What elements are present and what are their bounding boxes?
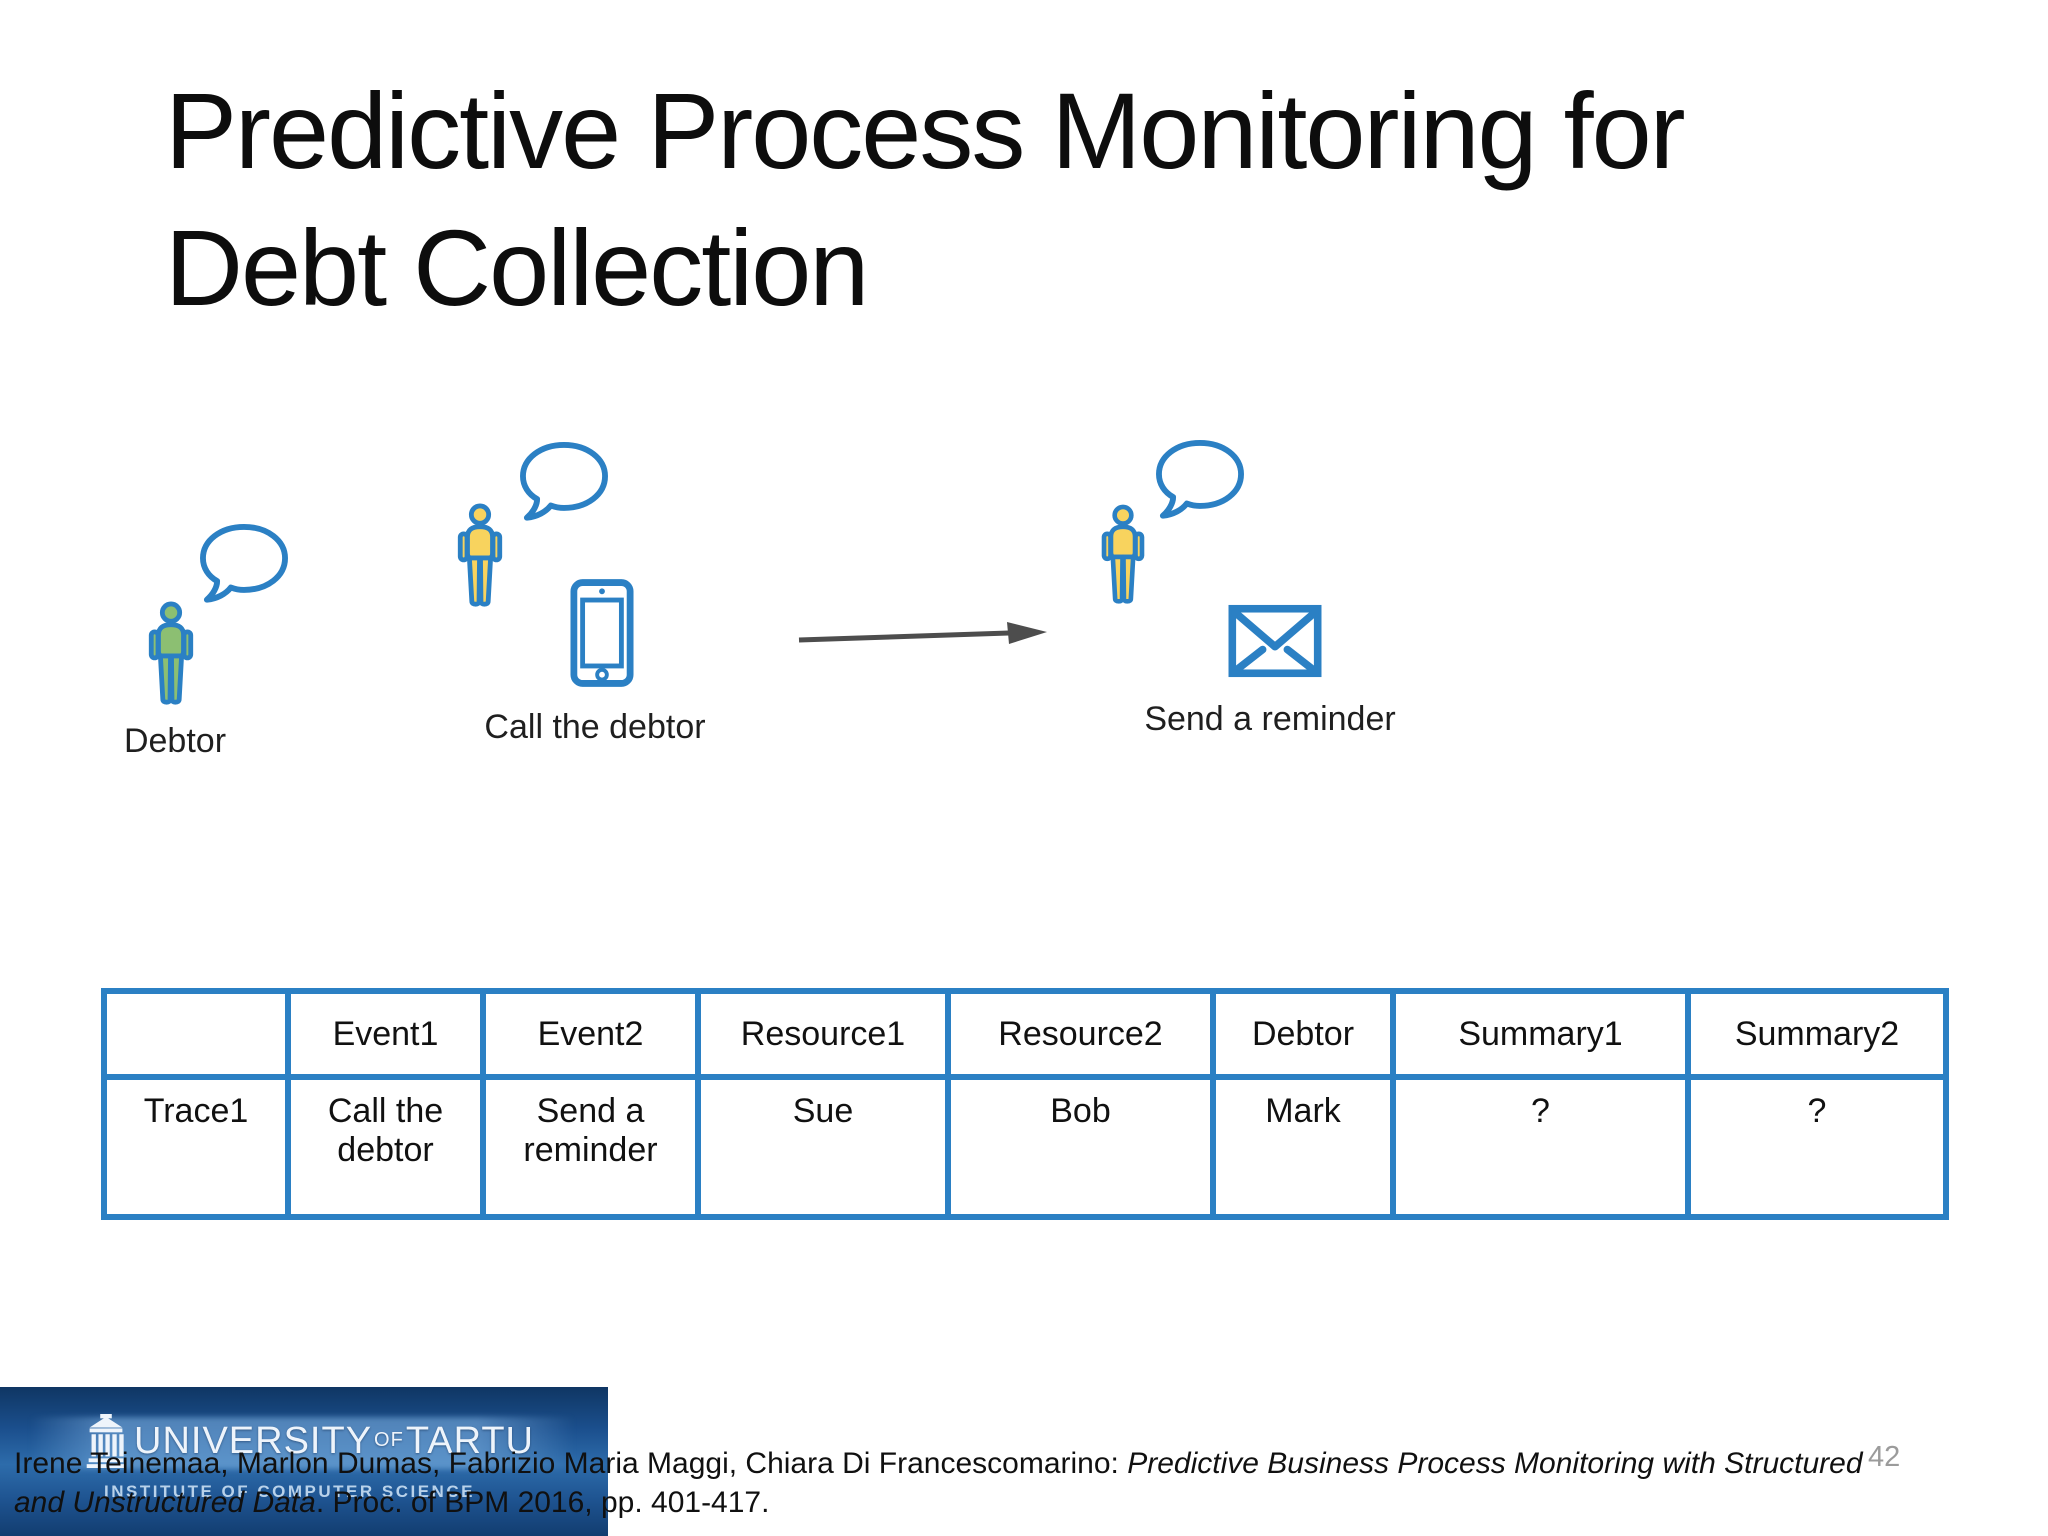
page-number: 42 — [1868, 1441, 1901, 1473]
header-event1: Event1 — [285, 988, 486, 1080]
citation-title-part2: and Unstructured Data — [14, 1486, 316, 1519]
title-line-2: Debt Collection — [165, 207, 869, 328]
header-resource2: Resource2 — [945, 988, 1216, 1080]
citation-line-2: and Unstructured Data. Proc. of BPM 2016… — [14, 1483, 2034, 1522]
cell-resource1: Sue — [695, 1074, 951, 1220]
sender-person-icon — [1098, 502, 1148, 610]
header-summary2: Summary2 — [1685, 988, 1949, 1080]
citation-title-part1: Predictive Business Process Monitoring w… — [1127, 1447, 1863, 1480]
university-building-icon — [86, 1414, 126, 1468]
sender-speech-bubble-icon — [1152, 438, 1248, 524]
logo-university-text: UNIVERSITY — [134, 1420, 373, 1462]
trace-table: Event1 Event2 Resource1 Resource2 Debtor… — [101, 988, 1949, 1220]
flow-arrow-icon — [795, 616, 1050, 650]
debtor-person-icon — [145, 600, 197, 710]
cell-event1: Call the debtor — [285, 1074, 486, 1220]
call-the-debtor-label: Call the debtor — [484, 708, 706, 746]
debtor-label: Debtor — [123, 722, 227, 760]
debtor-speech-bubble-icon — [196, 522, 292, 608]
phone-icon — [570, 578, 634, 688]
header-debtor: Debtor — [1210, 988, 1396, 1080]
caller-speech-bubble-icon — [516, 440, 612, 526]
envelope-icon — [1227, 604, 1323, 678]
logo-tartu-text: TARTU — [405, 1420, 534, 1462]
citation-line-1: Irene Teinemaa, Marlon Dumas, Fabrizio M… — [14, 1444, 2034, 1483]
citation-authors: Irene Teinemaa, Marlon Dumas, Fabrizio M… — [14, 1447, 1128, 1480]
header-resource1: Resource1 — [695, 988, 951, 1080]
caller-person-icon — [454, 502, 506, 612]
header-empty — [101, 988, 291, 1080]
citation: Irene Teinemaa, Marlon Dumas, Fabrizio M… — [14, 1444, 2034, 1522]
cell-resource2: Bob — [945, 1074, 1216, 1220]
logo-institute-text: INSTITUTE OF COMPUTER SCIENCE — [104, 1482, 475, 1501]
citation-venue: . Proc. of BPM 2016, pp. 401-417. — [315, 1486, 770, 1519]
cell-trace-id: Trace1 — [101, 1074, 291, 1220]
table-header-row: Event1 Event2 Resource1 Resource2 Debtor… — [101, 988, 1949, 1080]
cell-event2: Send a reminder — [480, 1074, 701, 1220]
cell-debtor: Mark — [1210, 1074, 1396, 1220]
page-title: Predictive Process Monitoring for Debt C… — [165, 62, 1975, 336]
title-line-1: Predictive Process Monitoring for — [165, 70, 1686, 191]
header-event2: Event2 — [480, 988, 701, 1080]
table-row: Trace1 Call the debtor Send a reminder S… — [101, 1074, 1949, 1220]
header-summary1: Summary1 — [1390, 988, 1691, 1080]
send-a-reminder-label: Send a reminder — [1144, 700, 1396, 738]
cell-summary2: ? — [1685, 1074, 1949, 1220]
cell-summary1: ? — [1390, 1074, 1691, 1220]
logo-of-text: OF — [374, 1429, 404, 1451]
